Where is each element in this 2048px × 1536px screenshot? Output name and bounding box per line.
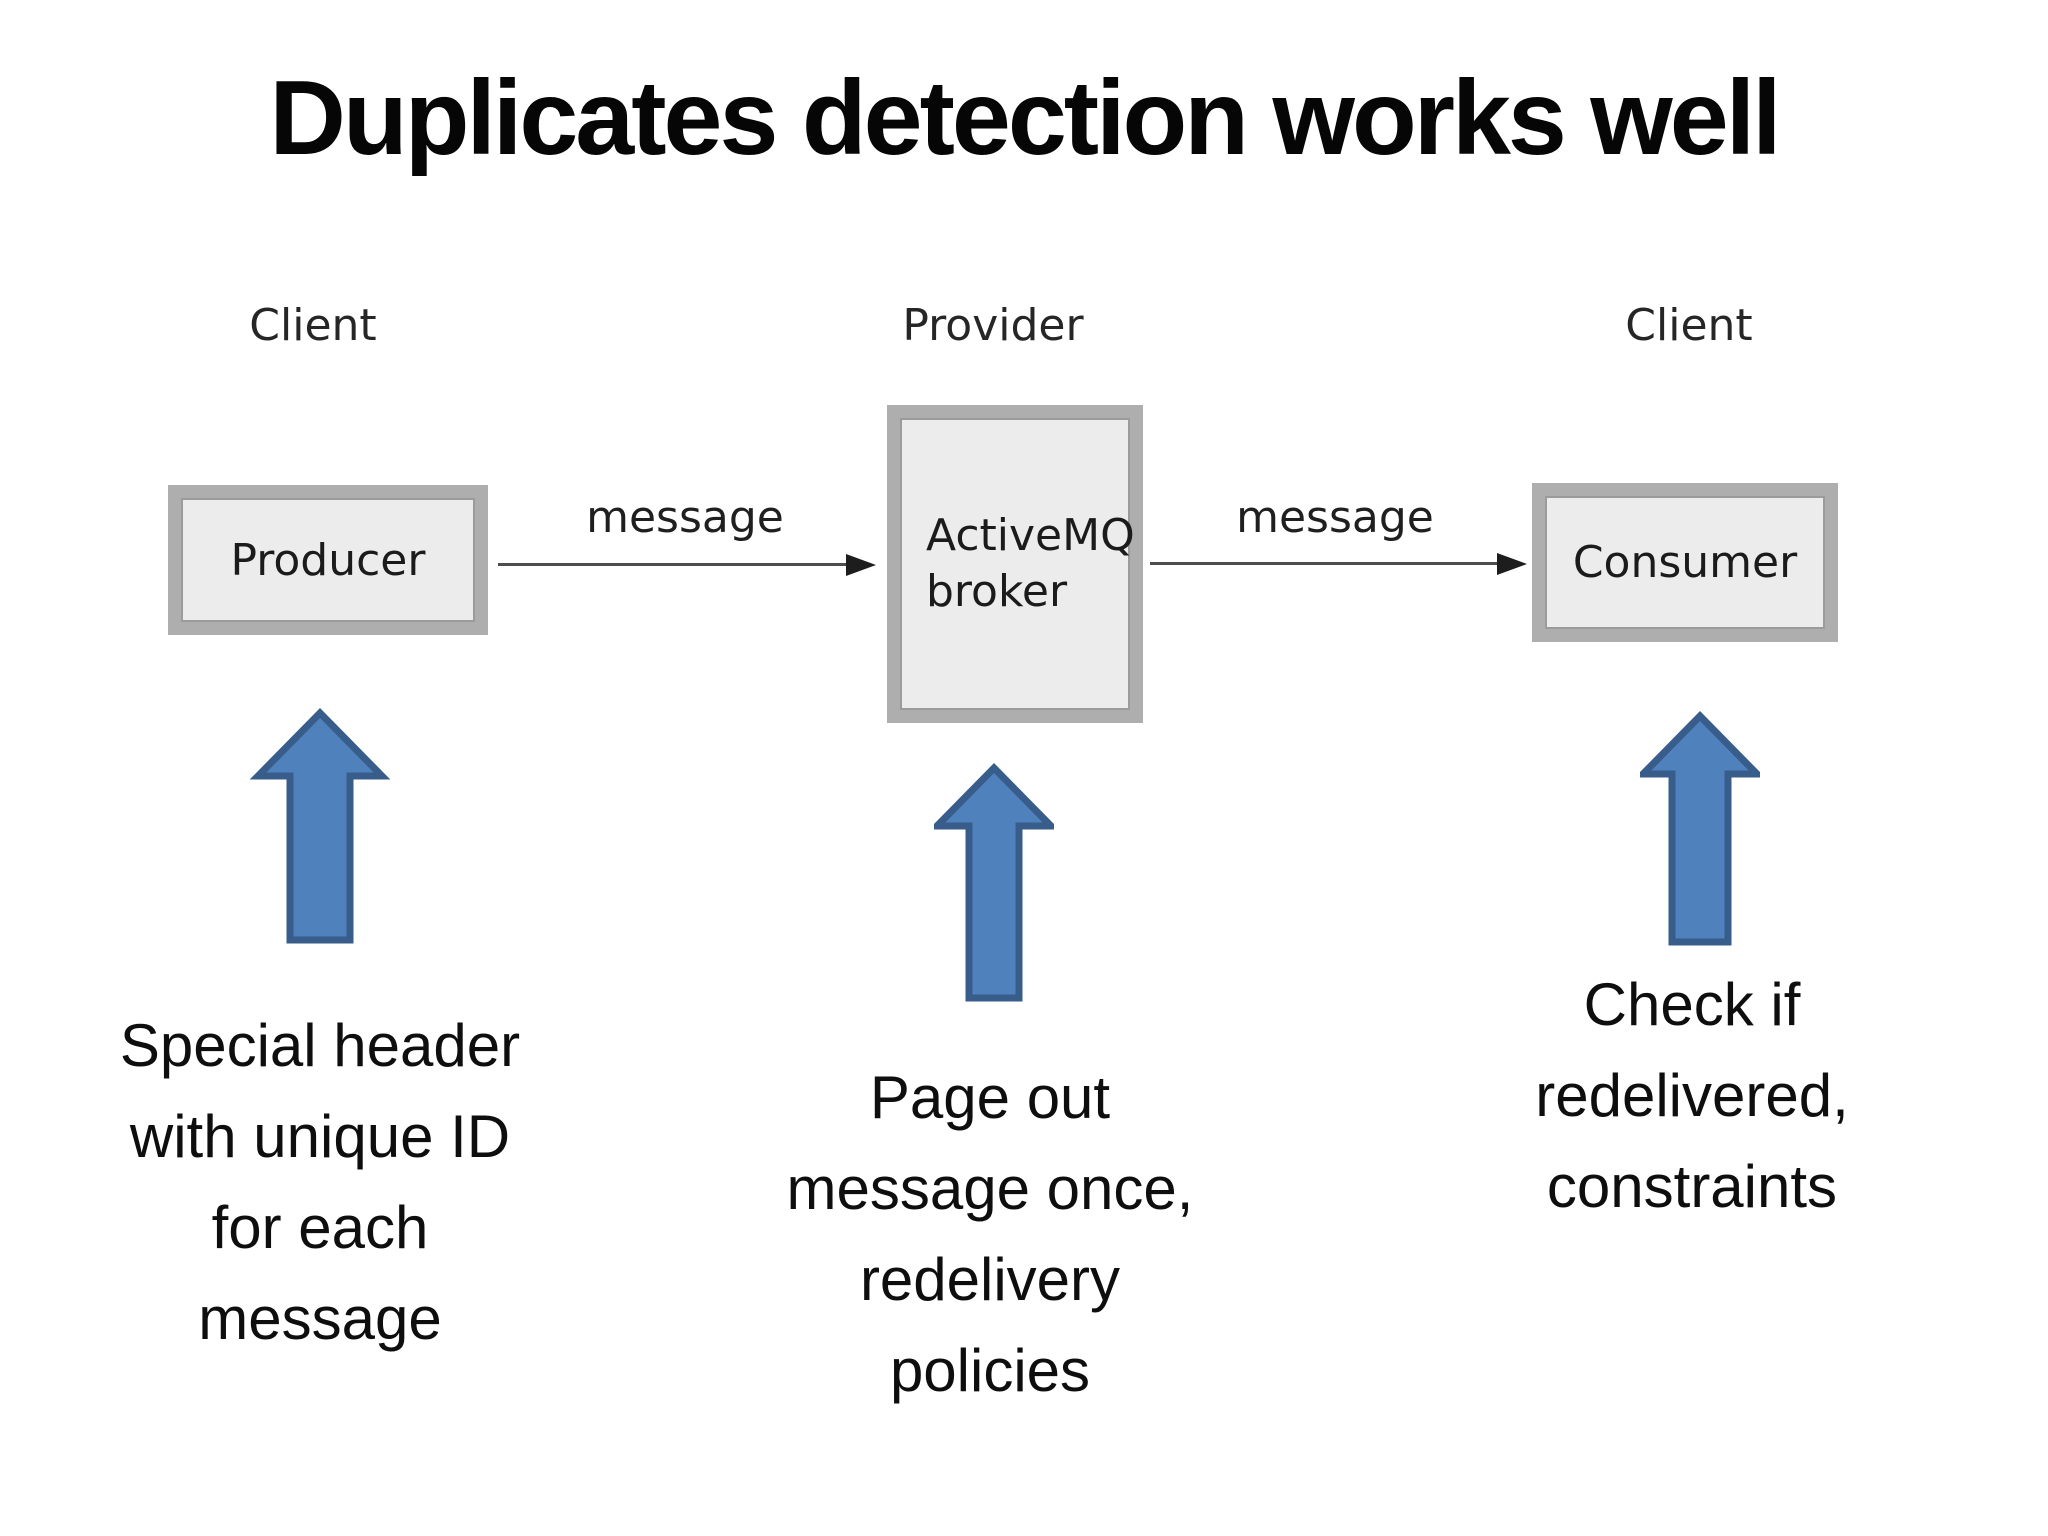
annotation-line: Special header bbox=[119, 1012, 521, 1079]
edge-label-message-1: message bbox=[586, 492, 784, 543]
edge-label-message-2: message bbox=[1236, 492, 1434, 543]
slide-title: Duplicates detection works well bbox=[269, 59, 1781, 177]
annotation-line: redelivered, bbox=[1535, 1062, 1849, 1129]
up-arrow-icon-middle bbox=[934, 763, 1054, 1002]
role-label-client-left: Client bbox=[249, 300, 377, 351]
annotation-line: with unique ID bbox=[129, 1103, 511, 1170]
annotation-broker: Page out message once, redelivery polici… bbox=[690, 1052, 1290, 1416]
activemq-broker-label-line2: broker bbox=[926, 566, 1068, 617]
up-arrow-icon-left bbox=[250, 708, 390, 944]
producer-label: Producer bbox=[230, 534, 426, 586]
annotation-consumer: Check if redelivered, constraints bbox=[1392, 959, 1992, 1232]
arrowhead-right-icon bbox=[846, 554, 876, 576]
activemq-broker-label: ActiveMQ broker bbox=[926, 508, 1135, 620]
annotation-line: redelivery bbox=[859, 1246, 1121, 1313]
annotation-line: Check if bbox=[1583, 971, 1801, 1038]
annotation-line: message once, bbox=[786, 1155, 1194, 1222]
role-label-provider: Provider bbox=[902, 300, 1084, 351]
consumer-label: Consumer bbox=[1572, 537, 1798, 588]
annotation-line: for each bbox=[211, 1194, 429, 1261]
producer-node: Producer bbox=[168, 485, 488, 635]
up-arrow-icon-right bbox=[1640, 711, 1760, 946]
edge-line-producer-to-broker bbox=[498, 563, 848, 566]
annotation-line: message bbox=[198, 1285, 442, 1352]
arrowhead-right-icon bbox=[1497, 553, 1527, 575]
annotation-line: constraints bbox=[1546, 1153, 1838, 1220]
activemq-broker-label-line1: ActiveMQ bbox=[926, 510, 1135, 561]
annotation-line: policies bbox=[889, 1337, 1091, 1404]
annotation-producer: Special header with unique ID for each m… bbox=[20, 1000, 620, 1364]
edge-line-broker-to-consumer bbox=[1150, 562, 1497, 565]
consumer-node: Consumer bbox=[1532, 483, 1838, 642]
role-label-client-right: Client bbox=[1625, 300, 1753, 351]
activemq-broker-node: ActiveMQ broker bbox=[887, 405, 1143, 723]
annotation-line: Page out bbox=[869, 1064, 1111, 1131]
